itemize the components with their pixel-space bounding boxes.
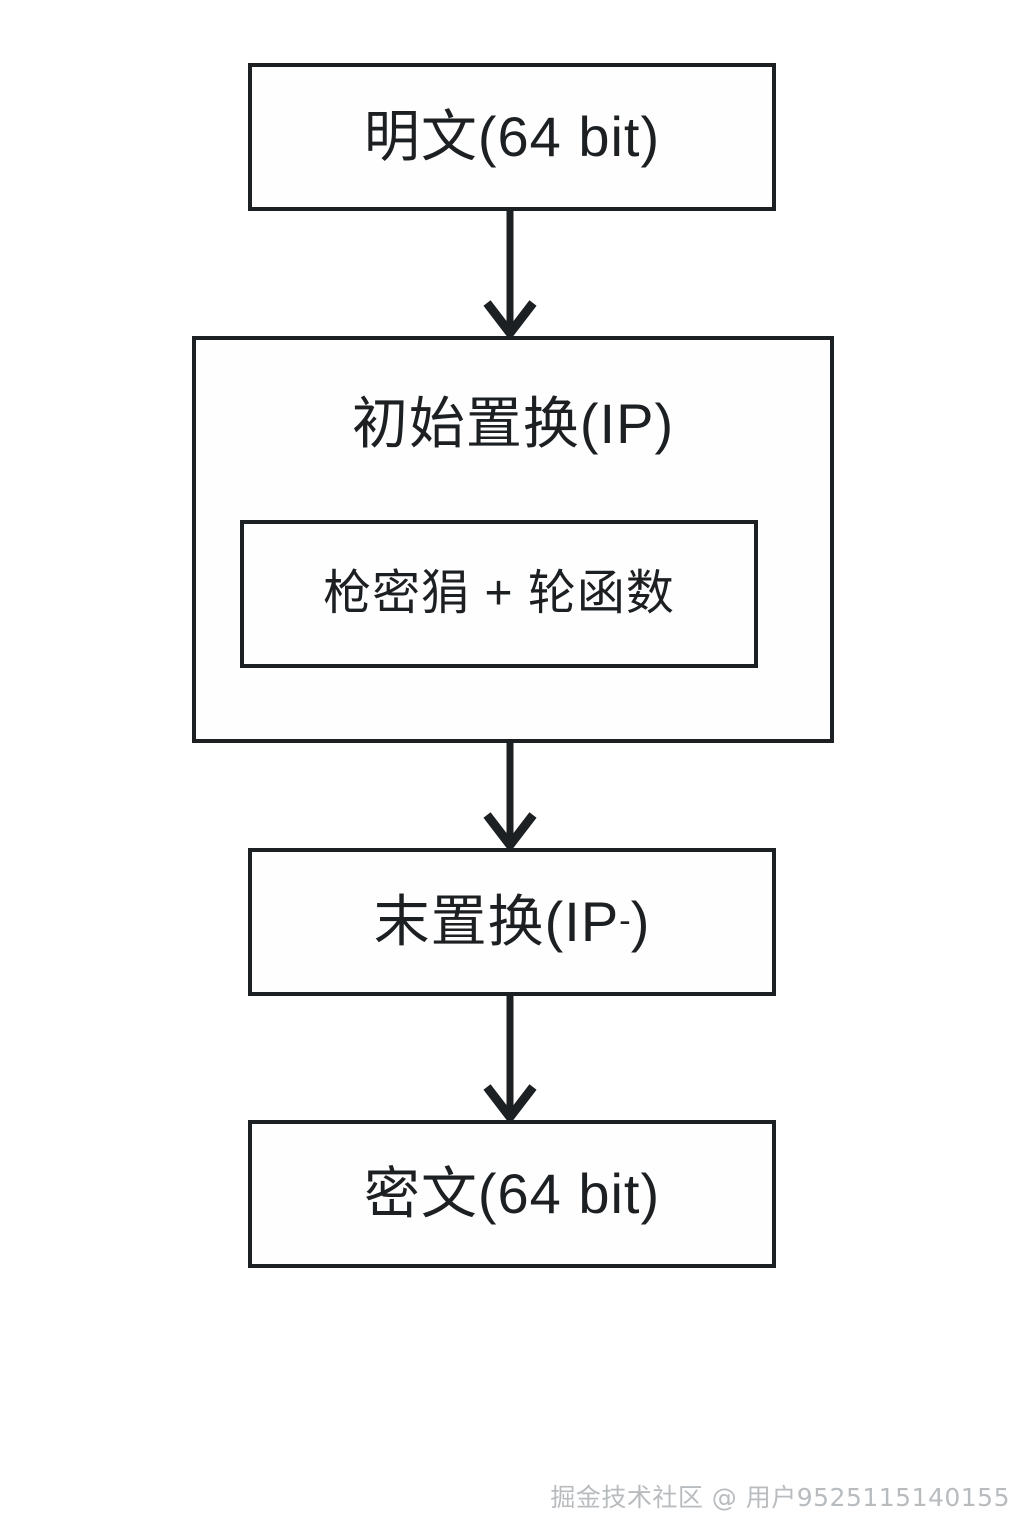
node-plaintext-label: 明文(64 bit)	[363, 104, 661, 168]
node-plaintext: 明文(64 bit)	[248, 63, 776, 211]
node-initial-permutation: 初始置换(IP) 枪密狷 + 轮函数	[192, 336, 834, 743]
edge-final-to-ciphertext-arrowhead	[483, 1084, 537, 1125]
edge-plaintext-to-ip-arrowhead	[483, 300, 537, 341]
node-round-function-label: 枪密狷 + 轮函数	[323, 567, 675, 621]
edge-round-to-final-arrowhead	[483, 812, 537, 853]
node-final-permutation: 末置换(IP-)	[248, 848, 776, 996]
node-ciphertext-label: 密文(64 bit)	[363, 1161, 661, 1225]
watermark: 掘金技术社区 @ 用户9525115140155	[550, 1483, 1010, 1512]
node-ciphertext: 密文(64 bit)	[248, 1120, 776, 1268]
node-final-permutation-superscript: -	[619, 902, 631, 941]
node-initial-permutation-label: 初始置换(IP)	[351, 392, 675, 455]
node-final-permutation-label-suffix: )	[630, 889, 651, 953]
node-final-permutation-label-main: 末置换(IP	[373, 889, 620, 953]
node-round-function: 枪密狷 + 轮函数	[240, 520, 758, 668]
